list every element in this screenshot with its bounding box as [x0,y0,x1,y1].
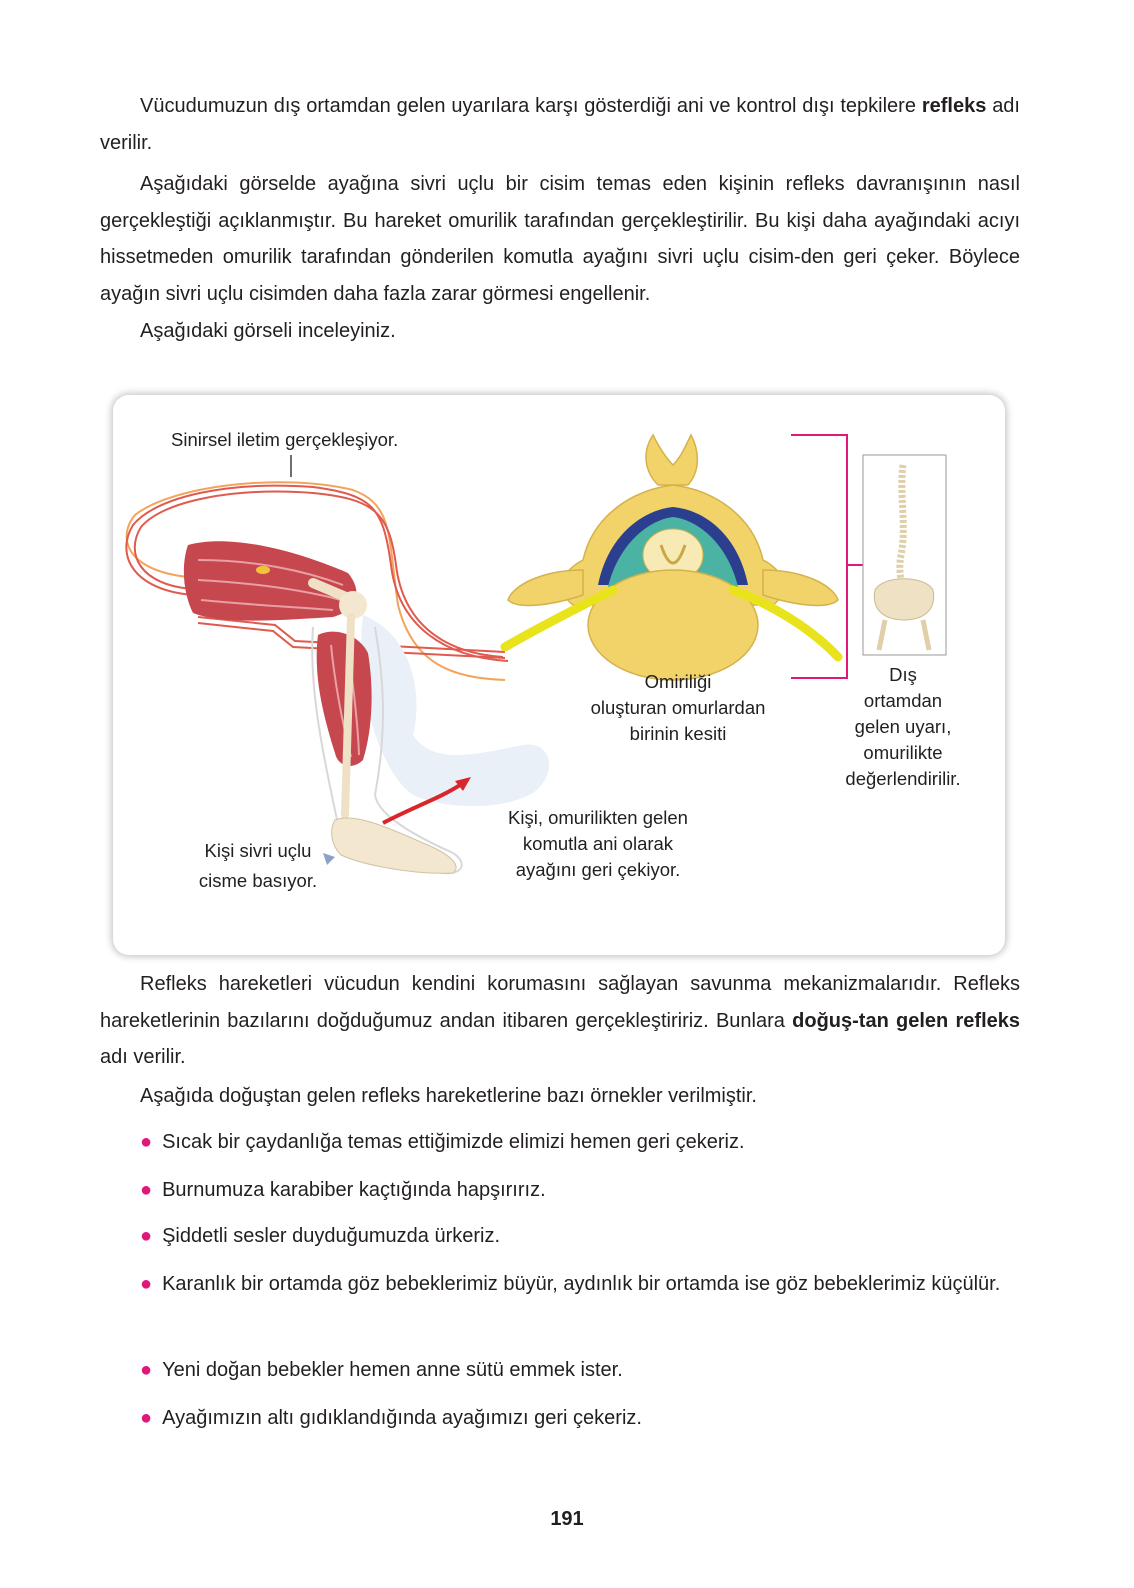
withdrawn-leg-shadow [361,615,550,807]
paragraph-reflex-definition: Vücudumuzun dış ortamdan gelen uyarılara… [100,95,1020,154]
vertebral-body [587,569,759,681]
knee-joint [339,591,367,619]
caption-nerve-conduction: Sinirsel iletim gerçekleşiyor. [171,429,399,450]
bullet-icon: ● [140,1359,153,1381]
term-refleks: refleks [921,95,987,117]
caption-vertebra-section: Omiriliği oluşturan omurlardan birinin k… [590,671,766,744]
paragraph-reflex-explanation: Aşağıdaki görselde ayağına sivri uçlu bi… [100,173,1020,305]
list-item: ●Sıcak bir çaydanlığa temas ettiğimizde … [140,1124,1020,1161]
page-number: 191 [550,1508,584,1530]
motor-nerve-path-outer [125,484,509,662]
vertebra-cross-section [500,433,843,681]
vertebra-spinous-process [645,433,699,486]
bullet-icon: ● [140,1179,153,1201]
foot [331,817,457,874]
list-item: ●Yeni doğan bebekler hemen anne sütü emm… [140,1352,1020,1389]
caption-withdraw-foot: Kişi, omurilikten gelen komutla ani olar… [508,807,688,880]
leg-outline [311,626,463,875]
motor-nerve-path-inner [133,490,504,658]
list-item: ●Karanlık bir ortamda göz bebeklerimiz b… [100,1266,1020,1303]
tibia-bone [341,613,355,819]
bullet-icon: ● [140,1407,153,1429]
caption-external-stimulus: Dış ortamdan gelen uyarı, omurilikte değ… [845,664,961,789]
bullet-icon: ● [140,1273,153,1295]
sharp-object [323,853,335,865]
withdraw-arrow [382,781,465,825]
spinal-nerve-left [500,585,618,652]
withdraw-arrow-head [455,777,471,791]
paragraph-inspect-figure: Aşağıdaki görseli inceleyiniz. [140,320,396,342]
reflex-arc-illustration [125,433,947,875]
pelvis-thumbnail [873,578,935,621]
transverse-process-right [762,569,839,607]
spine-bracket [791,434,863,679]
bullet-icon: ● [140,1131,153,1153]
caption-step-on-object: Kişi sivri uçlu cisme basıyor. [198,840,318,891]
list-item: ●Ayağımızın altı gıdıklandığında ayağımı… [140,1400,1020,1437]
list-item: ●Şiddetli sesler duyduğumuzda ürkeriz. [140,1218,1020,1255]
term-innate-reflex: doğuş-tan gelen refleks [792,1009,1020,1032]
list-item: ●Burnumuza karabiber kaçtığında hapşırır… [140,1172,1020,1209]
spine-thumbnail [896,464,907,601]
bullet-icon: ● [140,1225,153,1247]
spinal-nerve-right [728,585,843,662]
sensory-receptor [256,566,270,574]
spine-thumbnail-frame [862,454,947,656]
paragraph-innate-reflex: Refleks hareketleri vücudun kendini koru… [100,973,1020,1068]
transverse-process-left [507,569,584,607]
reflex-arc-figure: Sinirsel iletim gerçekleşiyor. Kişi sivr… [113,395,1005,955]
paragraph-examples-intro: Aşağıda doğuştan gelen refleks hareketle… [140,1085,757,1107]
